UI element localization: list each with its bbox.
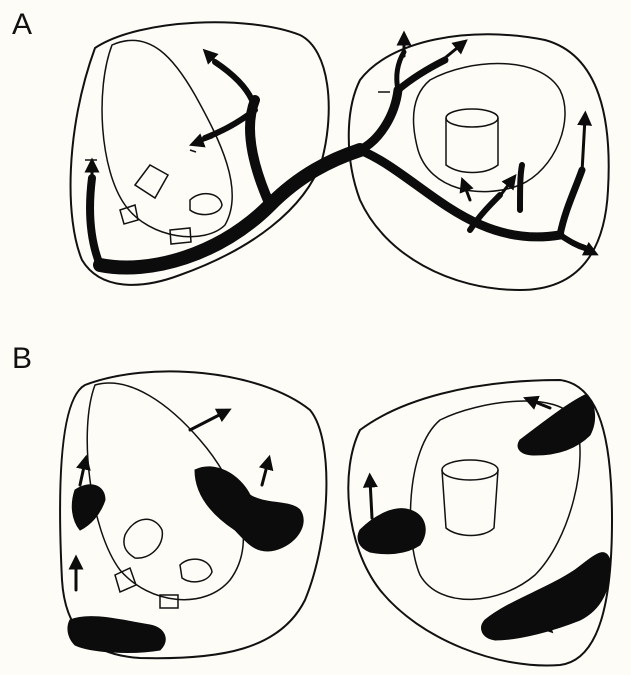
- arrow: [370, 480, 372, 518]
- panel-b-arrows: [76, 400, 550, 628]
- panel-b-diagram: [60, 371, 612, 665]
- arrow: [440, 44, 462, 62]
- arrow: [262, 462, 268, 485]
- panel-b-ink-blobs: [68, 395, 610, 652]
- panel-a-branch-network: [90, 52, 585, 268]
- arrow: [190, 412, 225, 430]
- panel-b-cylinder: [442, 460, 498, 536]
- panel-a-left-inner-shape: [102, 40, 232, 236]
- panel-b-left-objects: [115, 519, 212, 608]
- panel-a-right-inner-shape: [414, 64, 566, 192]
- panel-a-diagram: [71, 22, 609, 290]
- arrow: [80, 462, 85, 485]
- arrow: [464, 184, 470, 200]
- panel-a-arrows: [92, 38, 592, 252]
- arrow: [582, 118, 585, 172]
- panel-a-left-objects: [85, 150, 222, 244]
